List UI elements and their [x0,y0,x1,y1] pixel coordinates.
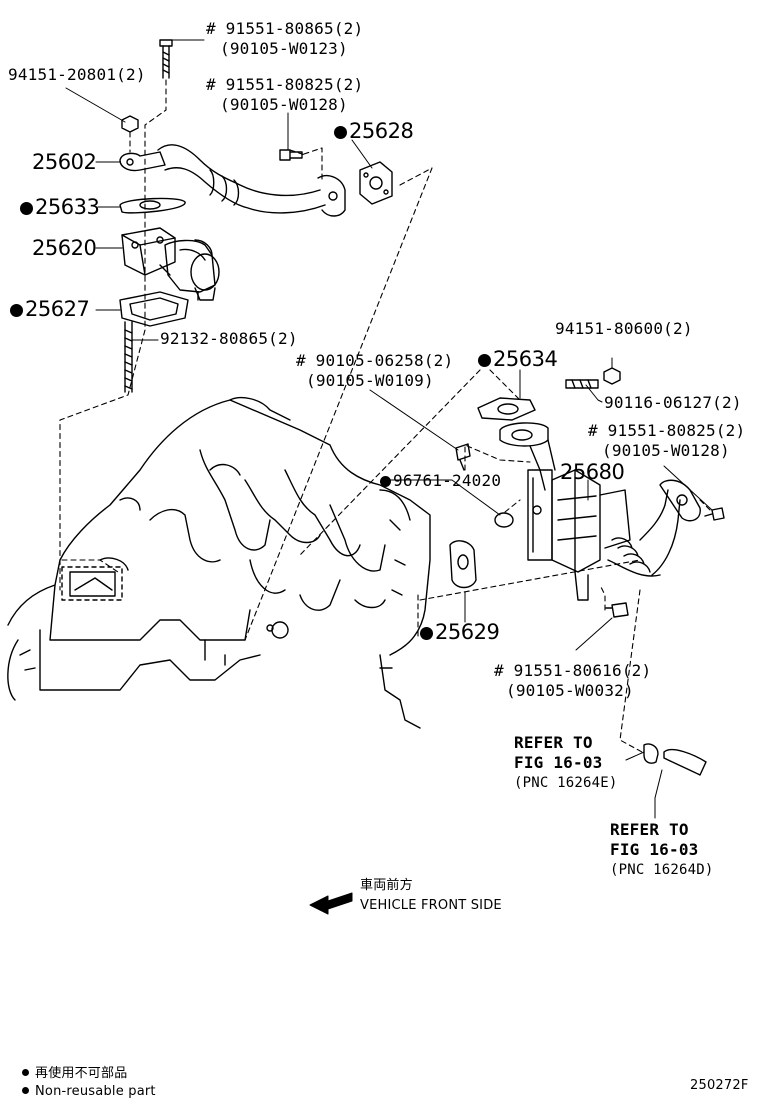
part-label-94151-20801: 94151-20801(2) [8,65,146,84]
part-label-25633: 25633 [20,196,100,218]
refer-pnc-label-2: (PNC 16264D) [610,862,714,878]
part-label-90105-06258: # 90105-06258(2) [296,351,454,370]
legend-dot-icon [22,1069,29,1076]
legend-en: Non-reusable part [22,1084,156,1100]
part-label-91551-80825-upper: # 91551-80825(2) [206,75,364,94]
part-label-92132-80865: 92132-80865(2) [160,329,298,348]
vehicle-front-jp: 車両前方 [360,878,413,893]
refer-pnc-label-1: (PNC 16264E) [514,775,618,791]
egr-cooler-drawing [449,367,725,776]
part-label-25620: 25620 [32,236,97,260]
non-reusable-dot-icon [380,476,391,487]
engine-block-outline [7,397,431,729]
non-reusable-dot-icon [10,304,23,317]
part-label-91551-80825-right: # 91551-80825(2) [588,421,746,440]
non-reusable-dot-icon [420,627,433,640]
legend-jp: 再使用不可部品 [22,1066,127,1082]
egr-valve-pipe-drawing [119,39,393,393]
part-label-90116-06127: 90116-06127(2) [604,393,742,412]
part-label-25627: 25627 [10,298,90,320]
part-label-90105-w0123: (90105-W0123) [220,39,348,58]
vehicle-front-en: VEHICLE FRONT SIDE [360,898,502,913]
part-label-90105-w0128-upper: (90105-W0128) [220,95,348,114]
part-label-25680: 25680 [560,460,625,484]
refer-to-label-2: REFER TO [610,820,689,839]
part-label-90105-w0128-right: (90105-W0128) [602,441,730,460]
part-label-96761-24020: 96761-24020 [380,472,501,490]
legend-dot-icon [22,1087,29,1094]
part-label-25629: 25629 [420,621,500,643]
assembly-dashed-lines [59,79,713,753]
non-reusable-dot-icon [478,354,491,367]
part-label-25602: 25602 [32,150,97,174]
refer-fig-label-2: FIG 16-03 [610,840,699,859]
part-label-90105-w0109: (90105-W0109) [306,371,434,390]
vehicle-front-arrow-icon [309,892,353,915]
refer-fig-label-1: FIG 16-03 [514,753,603,772]
non-reusable-dot-icon [334,126,347,139]
non-reusable-dot-icon [20,202,33,215]
part-label-94151-80600: 94151-80600(2) [555,319,693,338]
part-label-90105-w0032: (90105-W0032) [506,681,634,700]
refer-to-label-1: REFER TO [514,733,593,752]
figure-code: 250272F [690,1078,749,1093]
part-label-25634: 25634 [478,348,558,370]
part-label-25628: 25628 [334,120,414,142]
part-label-91551-80865: # 91551-80865(2) [206,19,364,38]
leader-lines [65,39,713,819]
part-label-91551-80616: # 91551-80616(2) [494,661,652,680]
